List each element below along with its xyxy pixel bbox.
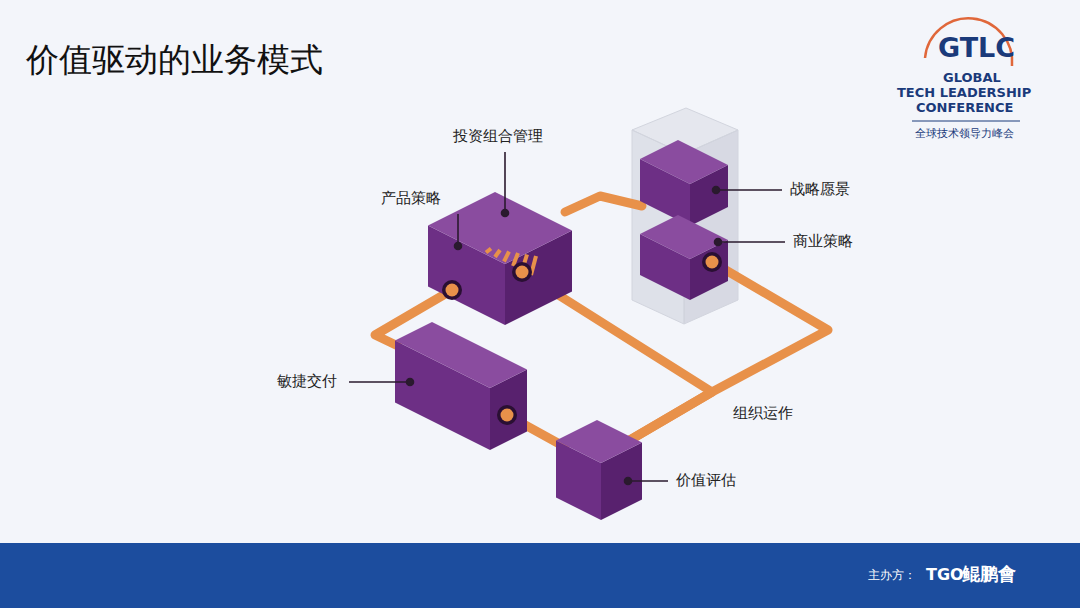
box-face bbox=[640, 215, 728, 259]
leader-dot bbox=[455, 243, 462, 250]
box-label: 投资组合管理 bbox=[453, 127, 543, 146]
box-face bbox=[395, 322, 527, 388]
logo-text: TECH LEADERSHIP bbox=[897, 85, 1031, 100]
iso-box: 价值评估 bbox=[556, 420, 642, 520]
footer-text: 鲲鹏會 bbox=[962, 563, 1016, 585]
iso-box: 战略愿景 bbox=[640, 140, 728, 226]
iso-box: 敏捷交付 bbox=[395, 322, 527, 450]
port bbox=[446, 284, 459, 297]
port bbox=[516, 266, 529, 279]
logo-rule bbox=[912, 121, 1020, 122]
leader-line bbox=[349, 381, 410, 383]
box-shape bbox=[640, 140, 728, 226]
logo-text: GTLC bbox=[938, 32, 1015, 63]
port bbox=[442, 280, 462, 300]
footer-bar bbox=[0, 543, 1080, 608]
leader-dot bbox=[407, 379, 414, 386]
box-label: 敏捷交付 bbox=[277, 372, 337, 391]
box-label: 战略愿景 bbox=[790, 180, 850, 199]
leader-line bbox=[457, 214, 459, 245]
box-label: 商业策略 bbox=[793, 232, 853, 251]
stripe bbox=[486, 249, 491, 253]
footer-text: TGO bbox=[926, 565, 964, 584]
logo-text: GLOBAL bbox=[943, 70, 1001, 85]
logo-text: 全球技术领导力峰会 bbox=[915, 126, 1014, 141]
pipe-connector bbox=[565, 196, 642, 212]
leader-dot bbox=[502, 210, 509, 217]
port bbox=[512, 262, 532, 282]
leader-dot bbox=[715, 239, 722, 246]
box-face bbox=[556, 420, 642, 463]
box-shape bbox=[640, 215, 728, 300]
pipe-connector bbox=[630, 262, 828, 440]
box-shape bbox=[556, 420, 642, 520]
box-label: 产品策略 bbox=[381, 189, 441, 208]
leader-dot bbox=[713, 187, 720, 194]
box-shape bbox=[395, 322, 527, 450]
footer-text: 主办方： bbox=[868, 568, 916, 582]
box-label: 价值评估 bbox=[676, 471, 736, 490]
leader-line bbox=[718, 241, 785, 243]
logo-text: CONFERENCE bbox=[916, 100, 1013, 115]
iso-box: 投资组合管理产品策略 bbox=[428, 192, 572, 325]
slide-title: 价值驱动的业务模式 bbox=[26, 38, 323, 83]
stripe bbox=[504, 252, 509, 262]
stripe bbox=[495, 250, 500, 257]
leader-line bbox=[716, 189, 782, 191]
junction-label: 组织运作 bbox=[733, 404, 793, 423]
port bbox=[702, 252, 722, 272]
box-face bbox=[428, 192, 572, 264]
leader-line bbox=[628, 480, 668, 482]
leader-dot bbox=[625, 478, 632, 485]
box-shape bbox=[428, 192, 572, 325]
port bbox=[501, 409, 514, 422]
port bbox=[706, 256, 719, 269]
port bbox=[497, 405, 517, 425]
leader-line bbox=[504, 152, 506, 212]
iso-box: 商业策略 bbox=[640, 215, 728, 300]
box-face bbox=[640, 140, 728, 184]
